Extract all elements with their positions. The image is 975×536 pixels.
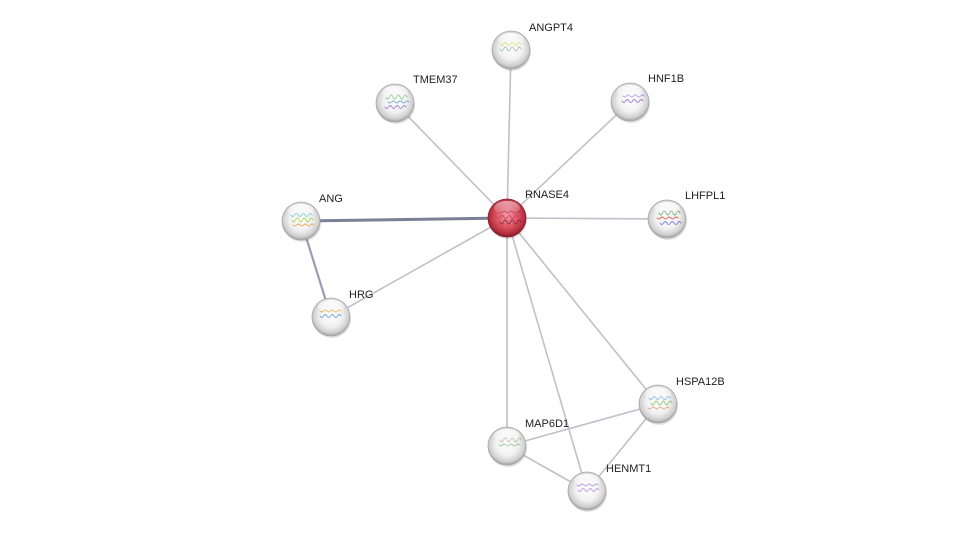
node-lhfpl1[interactable] [647,199,687,240]
node-highlight [494,201,520,215]
node-label-lhfpl1: LHFPL1 [685,190,725,202]
node-highlight [382,86,408,100]
protein-structure-icon [292,223,315,227]
protein-structure-icon [650,400,673,406]
node-highlight [498,33,524,47]
node-label-tmem37: TMEM37 [413,74,458,86]
edge-hspa12b-map6d1[interactable] [506,403,659,447]
edge-rnase4-ang[interactable] [299,216,509,223]
protein-structure-icon [577,488,600,492]
node-label-henmt1: HENMT1 [606,463,651,475]
node-highlight [574,474,600,488]
protein-structure-icon [291,217,314,223]
node-highlight [318,300,344,314]
protein-structure-icon [498,443,521,447]
node-hspa12b[interactable] [638,384,678,425]
node-hnf1b[interactable] [610,82,650,123]
node-label-map6d1: MAP6D1 [525,418,569,430]
edge-rnase4-hrg[interactable] [330,217,508,318]
edges-layer [299,49,668,492]
node-ang[interactable] [281,201,321,242]
node-label-hrg: HRG [349,289,373,301]
protein-structure-icon [499,219,522,225]
protein-structure-icon [319,314,342,318]
edge-rnase4-hnf1b[interactable] [506,101,631,219]
protein-structure-icon [387,100,410,104]
protein-structure-icon [647,406,670,410]
node-highlight [654,202,680,216]
node-highlight [645,387,671,401]
edge-rnase4-tmem37[interactable] [394,102,508,219]
protein-structure-icon [659,221,682,225]
node-label-hspa12b: HSPA12B [676,376,725,388]
edge-rnase4-lhfpl1[interactable] [506,217,668,220]
protein-structure-icon [384,105,407,109]
protein-structure-icon [499,46,522,52]
node-henmt1[interactable] [567,471,607,512]
node-angpt4[interactable] [491,30,531,71]
node-highlight [617,85,643,99]
protein-structure-icon [496,215,519,219]
node-rnase4[interactable] [487,198,527,239]
node-highlight [288,204,314,218]
edge-rnase4-henmt1[interactable] [506,217,588,492]
node-label-angpt4: ANGPT4 [529,22,573,34]
protein-structure-icon [621,99,644,103]
edge-rnase4-hspa12b[interactable] [506,217,659,405]
node-map6d1[interactable] [487,426,527,467]
node-label-rnase4: RNASE4 [525,189,569,201]
node-hrg[interactable] [311,297,351,338]
edge-rnase4-angpt4[interactable] [506,49,512,219]
node-label-ang: ANG [319,193,343,205]
node-tmem37[interactable] [375,83,415,124]
node-label-hnf1b: HNF1B [648,73,684,85]
protein-structure-icon [656,216,679,220]
node-highlight [494,429,520,443]
